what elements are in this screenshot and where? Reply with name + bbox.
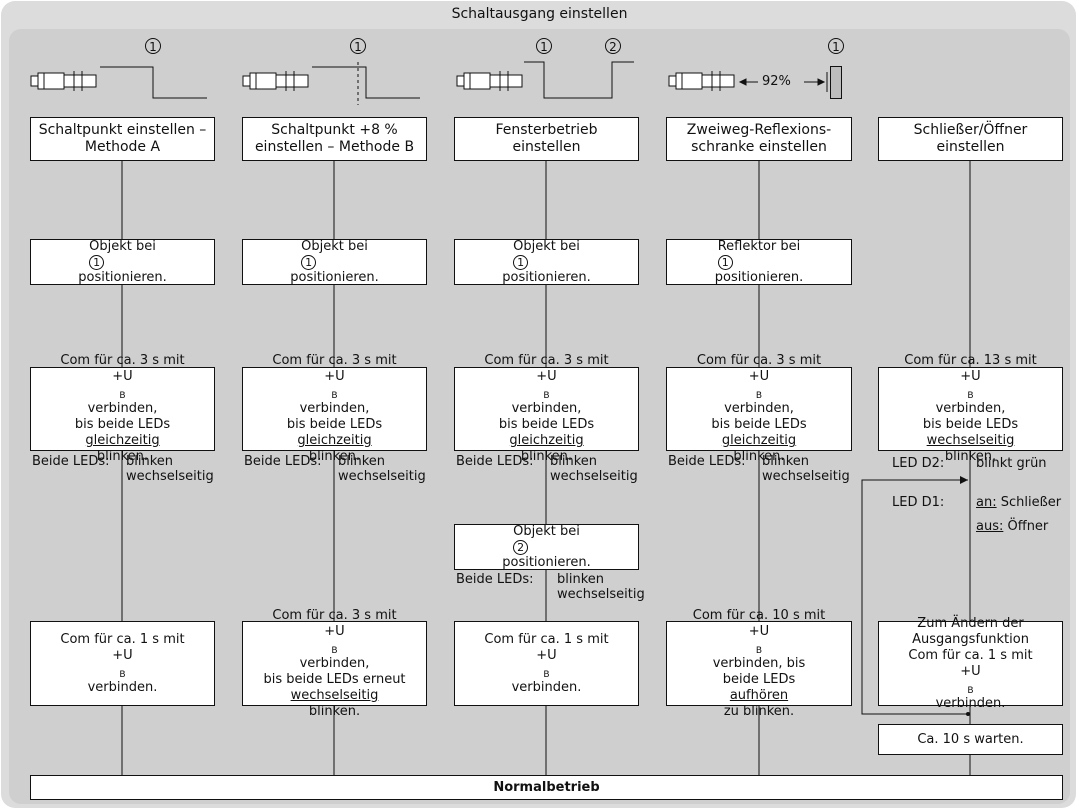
leds-state: blinken xyxy=(762,454,810,469)
led-d2-state: blinkt grün xyxy=(976,456,1047,471)
led-d1-on: an: Schließer xyxy=(976,495,1062,510)
reflector-icon xyxy=(830,66,842,99)
header-method-a: Schaltpunkt einstellen –Methode A xyxy=(30,117,215,161)
sensor-icon xyxy=(668,71,735,91)
page-title: Schaltausgang einstellen xyxy=(451,6,628,22)
leds-state: blinken xyxy=(557,572,605,587)
sensor-icon xyxy=(30,71,97,91)
step-wait-10s: Ca. 10 s warten. xyxy=(878,724,1063,755)
distance-arrow-icon xyxy=(738,72,828,92)
led-d1-label: LED D1: xyxy=(892,495,945,510)
leds-state: wechselseitig xyxy=(550,469,638,484)
leds-state: wechselseitig xyxy=(126,469,214,484)
normal-operation: Normalbetrieb xyxy=(30,775,1063,800)
marker-1-icon: 1 xyxy=(145,38,161,54)
leds-label: Beide LEDs: xyxy=(32,454,110,469)
leds-label: Beide LEDs: xyxy=(668,454,746,469)
marker-2-icon: 2 xyxy=(605,38,621,54)
sensor-icon xyxy=(242,71,309,91)
leds-state: wechselseitig xyxy=(557,587,645,602)
header-reflex-barrier: Zweiweg-Reflexions-schranke einstellen xyxy=(666,117,852,161)
marker-1-icon: 1 xyxy=(828,38,844,54)
sensor-icon xyxy=(456,71,523,91)
header-method-b: Schaltpunkt +8 %einstellen – Methode B xyxy=(242,117,427,161)
marker-1-icon: 1 xyxy=(350,38,366,54)
step-change-output-function: Zum Ändern der Ausgangsfunktion Com für … xyxy=(878,616,1063,711)
led-d2-label: LED D2: xyxy=(892,456,945,471)
leds-label: Beide LEDs: xyxy=(456,454,534,469)
led-d1-off: aus: Öffner xyxy=(976,519,1049,534)
leds-state: wechselseitig xyxy=(762,469,850,484)
leds-label: Beide LEDs: xyxy=(456,572,534,587)
distance-label: 92% xyxy=(762,74,791,89)
leds-label: Beide LEDs: xyxy=(244,454,322,469)
leds-state: blinken xyxy=(338,454,386,469)
leds-state: wechselseitig xyxy=(338,469,426,484)
leds-state: blinken xyxy=(550,454,598,469)
marker-1-icon: 1 xyxy=(536,38,552,54)
leds-state: blinken xyxy=(126,454,174,469)
